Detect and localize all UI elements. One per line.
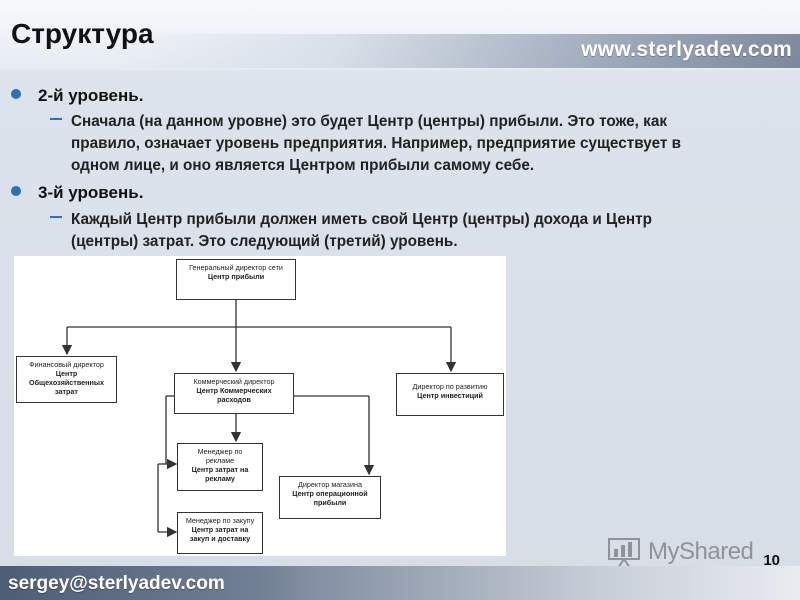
cco-role: Коммерческий директор bbox=[193, 377, 275, 386]
ad-manager-role-2: рекламе bbox=[205, 456, 235, 465]
cfo-center-3: затрат bbox=[55, 387, 78, 396]
dash-level3 bbox=[50, 216, 62, 218]
bullet-heading-level2: 2-й уровень. bbox=[38, 86, 144, 105]
bullet-heading-level3: 3-й уровень. bbox=[38, 183, 144, 202]
org-box-store-director: Директор магазина Центр операционной при… bbox=[279, 476, 381, 519]
purchase-manager-role: Менеджер по закупу bbox=[185, 516, 255, 525]
org-box-purchase-manager: Менеджер по закупу Центр затрат на закуп… bbox=[177, 512, 263, 554]
ceo-center: Центр прибыли bbox=[207, 272, 265, 281]
purchase-manager-center-1: Центр затрат на bbox=[191, 525, 249, 534]
level2-line-3: одном лице, и оно является Центром прибы… bbox=[71, 157, 535, 174]
org-box-cdo: Директор по развитию Центр инвестиций bbox=[396, 373, 504, 416]
store-director-center-2: прибыли bbox=[313, 498, 347, 507]
ceo-role: Генеральный директор сети bbox=[189, 263, 283, 272]
footer-streak bbox=[0, 566, 300, 600]
bullet-dot-level2 bbox=[11, 89, 21, 99]
ad-manager-center-1: Центр затрат на bbox=[191, 465, 249, 474]
cfo-role: Финансовый директор bbox=[29, 360, 104, 369]
cfo-center-2: Общехозяйственных bbox=[29, 378, 104, 387]
footer-email: sergey@sterlyadev.com bbox=[8, 573, 225, 594]
cco-center-1: Центр Коммерческих bbox=[196, 386, 272, 395]
store-director-center-1: Центр операционной bbox=[292, 489, 368, 498]
myshared-watermark: MyShared bbox=[606, 535, 776, 569]
dash-level2 bbox=[50, 118, 62, 120]
org-box-ceo: Генеральный директор сети Центр прибыли bbox=[176, 259, 296, 300]
level2-line-1: Сначала (на данном уровне) это будет Цен… bbox=[71, 113, 667, 130]
cdo-center: Центр инвестиций bbox=[417, 391, 483, 400]
cco-center-2: расходов bbox=[217, 395, 251, 404]
watermark-text: MyShared bbox=[648, 538, 754, 565]
level3-line-2: (центры) затрат. Это следующий (третий) … bbox=[71, 233, 458, 250]
org-box-cco: Коммерческий директор Центр Коммерческих… bbox=[174, 373, 294, 414]
cfo-center-1: Центр bbox=[55, 369, 78, 378]
level2-line-2: правило, означает уровень предприятия. Н… bbox=[71, 135, 682, 152]
org-chart-connectors bbox=[61, 300, 457, 538]
store-director-role: Директор магазина bbox=[298, 480, 362, 489]
ad-manager-center-2: рекламу bbox=[205, 474, 235, 483]
presentation-icon bbox=[608, 538, 640, 569]
org-box-ad-manager: Менеджер по рекламе Центр затрат на рекл… bbox=[177, 443, 263, 491]
slide-title: Структура bbox=[11, 18, 154, 49]
ad-manager-role-1: Менеджер по bbox=[197, 447, 243, 456]
page-number: 10 bbox=[763, 552, 780, 569]
level3-line-1: Каждый Центр прибыли должен иметь свой Ц… bbox=[71, 211, 652, 228]
cdo-role: Директор по развитию bbox=[412, 382, 488, 391]
org-box-cfo: Финансовый директор Центр Общехозяйствен… bbox=[16, 356, 117, 403]
site-url: www.sterlyadev.com bbox=[581, 38, 792, 61]
purchase-manager-center-2: закуп и доставку bbox=[189, 534, 251, 543]
bullet-dot-level3 bbox=[11, 186, 21, 196]
org-chart: Генеральный директор сети Центр прибыли … bbox=[14, 256, 506, 556]
